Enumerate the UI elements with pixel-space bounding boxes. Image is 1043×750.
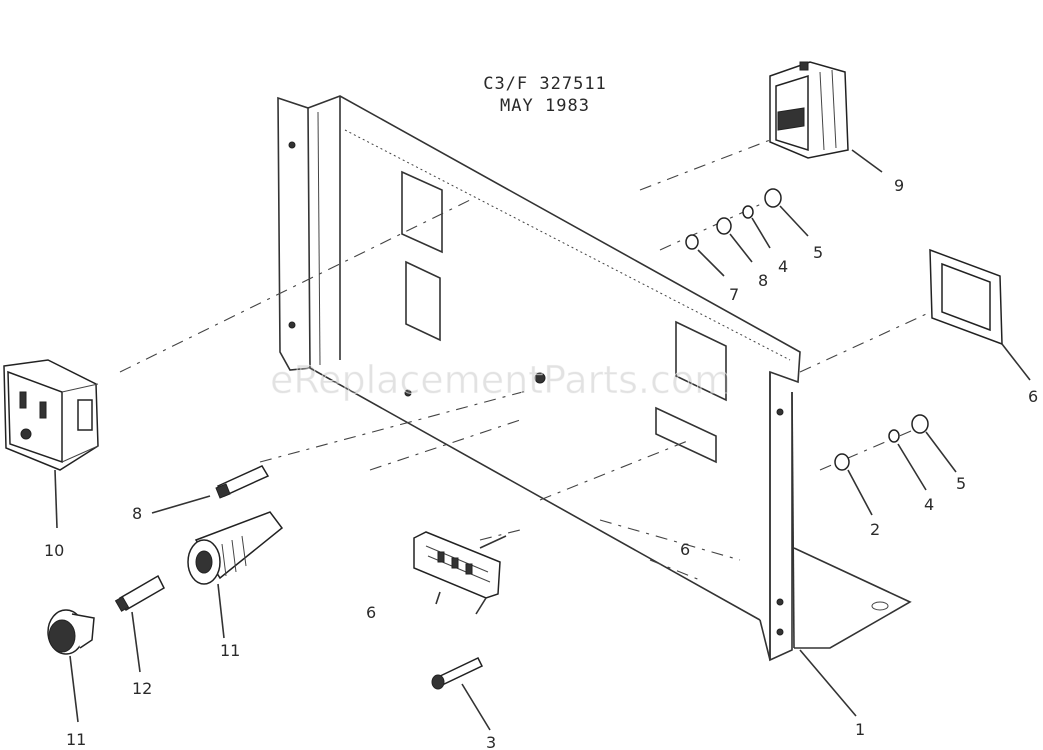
callout-11: 11 xyxy=(66,730,86,749)
callout-5: 5 xyxy=(956,474,966,493)
callout-6: 6 xyxy=(1028,387,1038,406)
bezel-part xyxy=(929,248,1031,381)
callout-4: 4 xyxy=(924,495,934,514)
control-panel-part xyxy=(277,95,912,662)
terminal-block-part xyxy=(413,531,507,615)
lower-hardware xyxy=(834,414,957,516)
callout-3: 3 xyxy=(486,733,496,750)
callout-7: 7 xyxy=(729,285,739,304)
watermark: eReplacementParts.com xyxy=(269,358,732,403)
fuse-part xyxy=(114,574,165,673)
rocker-switch-part xyxy=(769,61,883,173)
callout-6: 6 xyxy=(366,603,376,622)
part-1-leader xyxy=(799,649,857,717)
callout-9: 9 xyxy=(894,176,904,195)
callout-10: 10 xyxy=(44,541,64,560)
callout-11: 11 xyxy=(220,641,240,660)
screw-part xyxy=(431,657,491,731)
callout-4: 4 xyxy=(778,257,788,276)
outlet-receptacle-part xyxy=(3,359,99,529)
callout-8: 8 xyxy=(132,504,142,523)
callout-2: 2 xyxy=(870,520,880,539)
callout-5: 5 xyxy=(813,243,823,262)
diagram-date: MAY 1983 xyxy=(500,96,590,116)
fuse-cap-part xyxy=(47,609,95,723)
fuse-clip-part xyxy=(151,465,270,514)
callout-1: 1 xyxy=(855,720,865,739)
diagram-code: C3/F 327511 xyxy=(483,74,607,94)
callout-8: 8 xyxy=(758,271,768,290)
callout-6: 6 xyxy=(680,540,690,559)
callout-labels: 1 2 3 4 4 5 5 6 6 6 7 8 8 9 10 11 11 12 xyxy=(44,176,1038,750)
callout-12: 12 xyxy=(132,679,152,698)
upper-hardware xyxy=(685,188,809,277)
fuse-holder-part xyxy=(187,511,284,639)
